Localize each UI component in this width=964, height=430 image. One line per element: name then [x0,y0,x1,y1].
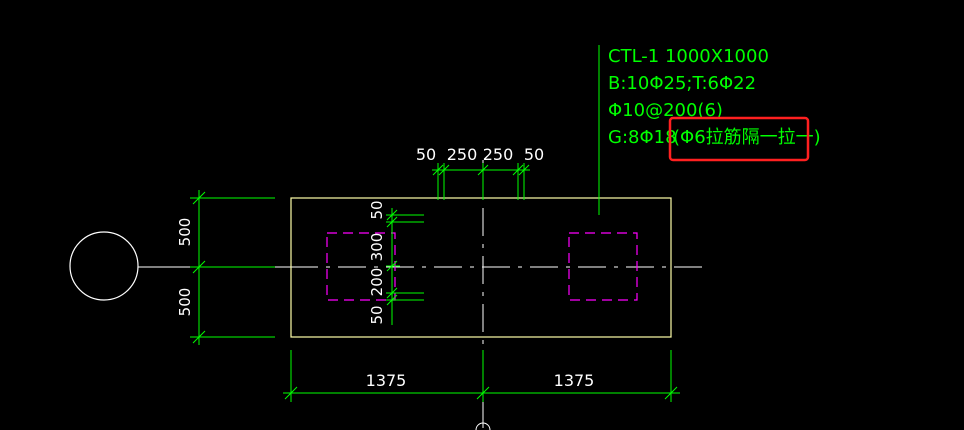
axis-circle [69,231,139,301]
annotation-line-4-prefix: G:8Φ18 [608,127,677,148]
axis-tick-bottom [475,422,491,430]
dim-left-upper: 500 [176,218,194,247]
dim-inner-2: 300 [368,233,386,262]
annotation-line-2: B:10Φ25;T:6Φ22 [608,73,756,94]
dim-left-lower: 500 [176,288,194,317]
dim-top-4: 50 [524,145,544,164]
annotation-line-1: CTL-1 1000X1000 [608,46,769,67]
dim-inner-4: 50 [368,305,386,324]
dim-bottom-right: 1375 [554,371,595,390]
top-dimension [432,163,530,200]
annotation-line-4-highlight: (Φ6拉筋隔一拉一) [673,127,821,148]
annotation-line-3: Φ10@200(6) [608,100,723,121]
foundation-outline[interactable] [290,197,672,338]
annotation-block[interactable]: CTL-1 1000X1000 B:10Φ25;T:6Φ22 Φ10@200(6… [608,46,821,148]
dim-bottom-left: 1375 [366,371,407,390]
inner-dimension [386,208,424,325]
left-dimension [190,190,275,345]
dim-top-2: 250 [447,145,478,164]
dim-inner-3: 200 [368,268,386,297]
column-right[interactable] [568,232,638,301]
dim-top-1: 50 [416,145,436,164]
bottom-dimension [283,350,680,402]
dim-top-3: 250 [483,145,514,164]
highlight-box[interactable] [668,116,810,162]
dim-inner-1: 50 [368,200,386,219]
